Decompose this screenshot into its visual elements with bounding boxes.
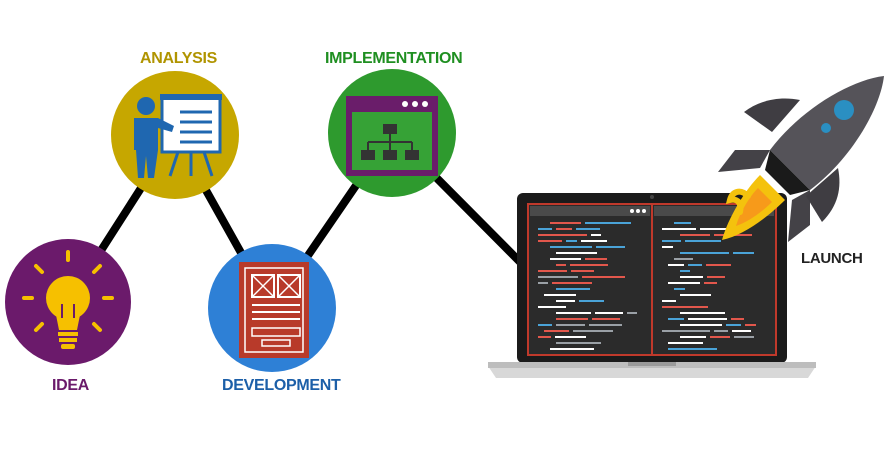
code-line: [556, 318, 588, 320]
code-line: [662, 300, 676, 302]
development-node: [208, 244, 336, 372]
code-lines-left: [538, 222, 637, 350]
code-line: [582, 276, 625, 278]
code-line: [550, 222, 581, 224]
code-line: [668, 282, 700, 284]
code-line: [555, 336, 586, 338]
code-line: [556, 300, 575, 302]
code-line: [556, 324, 585, 326]
code-line: [680, 336, 706, 338]
code-line: [550, 246, 592, 248]
implementation-label: IMPLEMENTATION: [325, 50, 463, 67]
code-line: [662, 246, 673, 248]
lightbulb-icon: [22, 250, 114, 349]
code-line: [668, 318, 684, 320]
code-line: [573, 330, 613, 332]
implementation-node: [328, 69, 456, 197]
code-line: [685, 240, 721, 242]
code-line: [538, 228, 552, 230]
code-line: [680, 276, 703, 278]
code-line: [544, 294, 576, 296]
code-line: [591, 234, 601, 236]
wireframe-document-icon: [239, 262, 309, 358]
code-line: [674, 288, 685, 290]
code-line: [550, 348, 594, 350]
code-line: [662, 228, 696, 230]
code-line: [732, 330, 751, 332]
code-line: [556, 228, 572, 230]
code-line: [734, 336, 754, 338]
code-line: [680, 294, 711, 296]
launch-label: LAUNCH: [801, 250, 863, 267]
code-line: [662, 330, 710, 332]
code-line: [662, 306, 708, 308]
code-line: [688, 318, 727, 320]
code-line: [538, 282, 548, 284]
code-line: [726, 324, 741, 326]
code-line: [706, 264, 731, 266]
code-line: [538, 276, 578, 278]
code-line: [552, 282, 592, 284]
laptop-base: [488, 366, 816, 378]
code-line: [585, 258, 607, 260]
development-label: DEVELOPMENT: [222, 377, 341, 394]
code-line: [538, 234, 587, 236]
code-line: [704, 282, 717, 284]
code-line: [570, 264, 608, 266]
code-line: [662, 240, 681, 242]
code-line: [571, 270, 594, 272]
rocket-icon: [718, 76, 884, 242]
code-line: [556, 264, 566, 266]
code-line: [680, 270, 690, 272]
code-line: [592, 318, 620, 320]
code-line: [714, 330, 728, 332]
code-line: [674, 258, 693, 260]
code-line: [550, 258, 581, 260]
code-line: [668, 342, 703, 344]
code-line: [589, 324, 622, 326]
code-line: [585, 222, 631, 224]
idea-node: [5, 239, 131, 365]
code-line: [745, 324, 756, 326]
code-line: [579, 300, 604, 302]
code-line: [538, 324, 552, 326]
code-line: [556, 312, 591, 314]
code-line: [538, 270, 567, 272]
code-line: [680, 324, 722, 326]
code-line: [538, 240, 562, 242]
code-line: [581, 240, 607, 242]
analysis-label: ANALYSIS: [140, 50, 218, 67]
code-line: [668, 264, 684, 266]
code-line: [674, 222, 691, 224]
code-line: [538, 336, 551, 338]
code-line: [595, 312, 623, 314]
code-line: [556, 288, 590, 290]
analysis-node: [111, 71, 239, 199]
laptop-code-editor-icon: [488, 193, 816, 378]
code-line: [680, 252, 729, 254]
code-line: [668, 348, 717, 350]
code-line: [707, 276, 725, 278]
code-line: [700, 228, 738, 230]
code-line: [576, 228, 600, 230]
code-line: [731, 318, 744, 320]
code-line: [544, 330, 569, 332]
code-line: [680, 312, 725, 314]
idea-label: IDEA: [52, 377, 90, 394]
code-line: [538, 306, 566, 308]
code-line: [688, 264, 702, 266]
sitemap-window-icon: [346, 96, 438, 176]
code-line: [627, 312, 637, 314]
code-line: [733, 252, 754, 254]
presenter-board-icon: [134, 94, 222, 178]
code-line: [556, 342, 601, 344]
code-line: [596, 246, 625, 248]
code-line: [710, 336, 730, 338]
code-line: [680, 234, 710, 236]
code-line: [556, 252, 597, 254]
code-line: [566, 240, 577, 242]
